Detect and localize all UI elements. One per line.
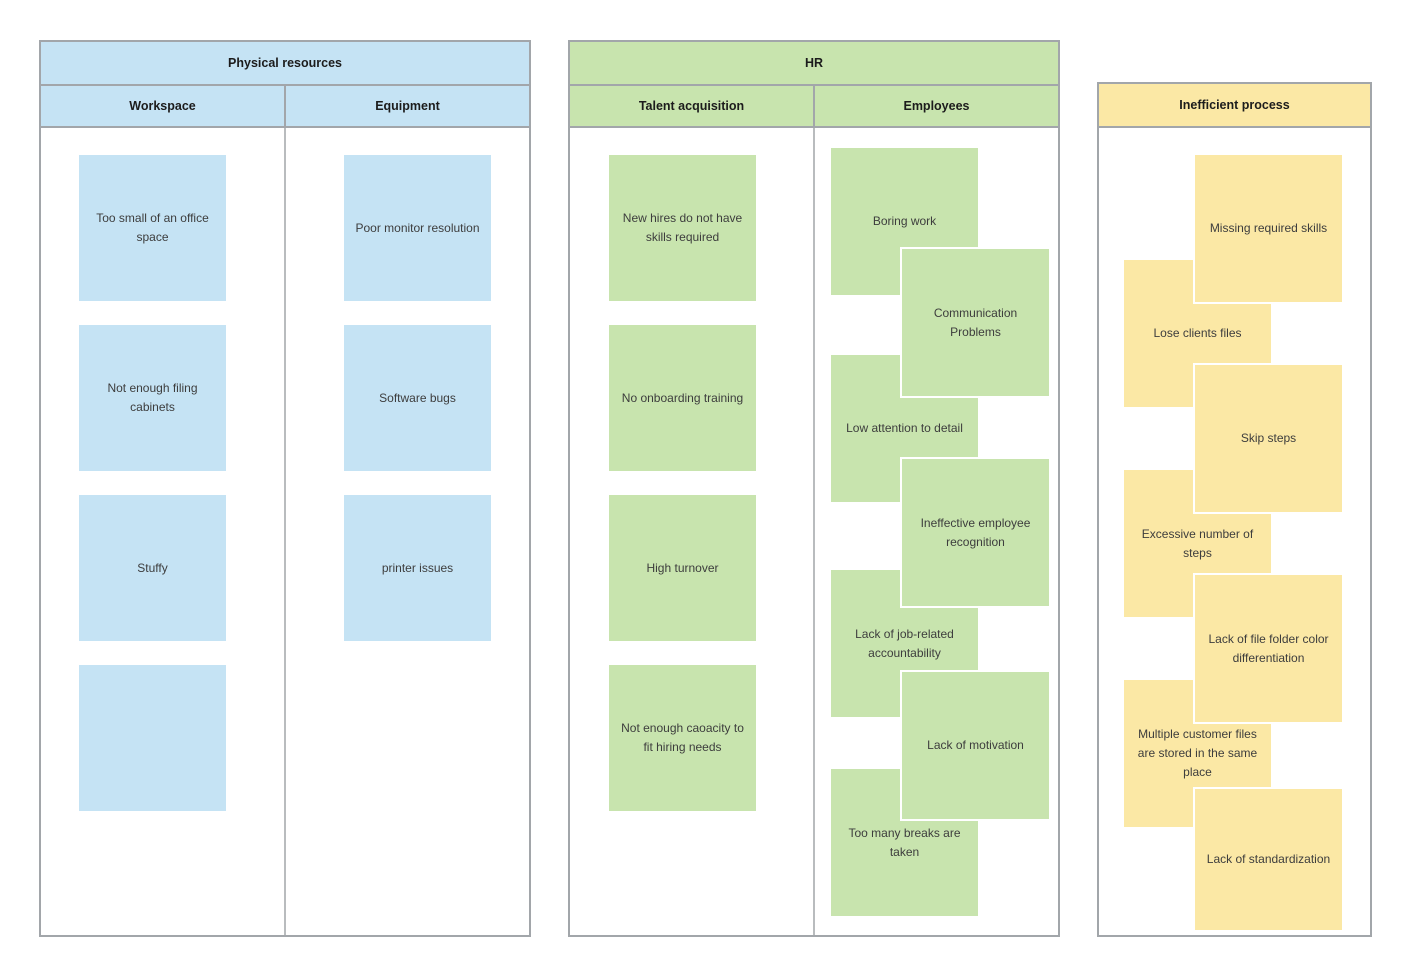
sticky-note[interactable]: Software bugs xyxy=(342,323,493,473)
subcategory-header-employees[interactable]: Employees xyxy=(815,86,1058,126)
subcategory-header-talent-acquisition[interactable]: Talent acquisition xyxy=(570,86,815,126)
sticky-note[interactable]: Lack of file folder color differentiatio… xyxy=(1193,573,1344,724)
subcategory-header-workspace[interactable]: Workspace xyxy=(41,86,286,126)
sticky-note[interactable]: High turnover xyxy=(607,493,758,643)
subcategory-header-row: Workspace Equipment xyxy=(41,86,529,128)
sticky-note[interactable]: Communication Problems xyxy=(900,247,1051,398)
talent-acquisition-lane xyxy=(570,128,815,935)
subcategory-header-equipment[interactable]: Equipment xyxy=(286,86,529,126)
category-title-hr[interactable]: HR xyxy=(570,42,1058,86)
sticky-note[interactable]: Ineffective employee recognition xyxy=(900,457,1051,608)
table-body xyxy=(41,128,529,935)
subcategory-header-row: Talent acquisition Employees xyxy=(570,86,1058,128)
sticky-note[interactable]: Too small of an office space xyxy=(77,153,228,303)
sticky-note[interactable]: printer issues xyxy=(342,493,493,643)
sticky-note[interactable]: Poor monitor resolution xyxy=(342,153,493,303)
category-title-physical-resources[interactable]: Physical resources xyxy=(41,42,529,86)
sticky-note[interactable]: No onboarding training xyxy=(607,323,758,473)
workspace-lane xyxy=(41,128,286,935)
table-body xyxy=(570,128,1058,935)
category-title-inefficient-process[interactable]: Inefficient process xyxy=(1099,84,1370,128)
sticky-note[interactable]: Stuffy xyxy=(77,493,228,643)
sticky-note-empty[interactable] xyxy=(77,663,228,813)
sticky-note[interactable]: Lack of standardization xyxy=(1193,787,1344,932)
sticky-note[interactable]: New hires do not have skills required xyxy=(607,153,758,303)
sticky-note[interactable]: Missing required skills xyxy=(1193,153,1344,304)
sticky-note[interactable]: Lack of motivation xyxy=(900,670,1051,821)
sticky-note[interactable]: Not enough filing cabinets xyxy=(77,323,228,473)
sticky-note[interactable]: Skip steps xyxy=(1193,363,1344,514)
sticky-note[interactable]: Not enough caoacity to fit hiring needs xyxy=(607,663,758,813)
